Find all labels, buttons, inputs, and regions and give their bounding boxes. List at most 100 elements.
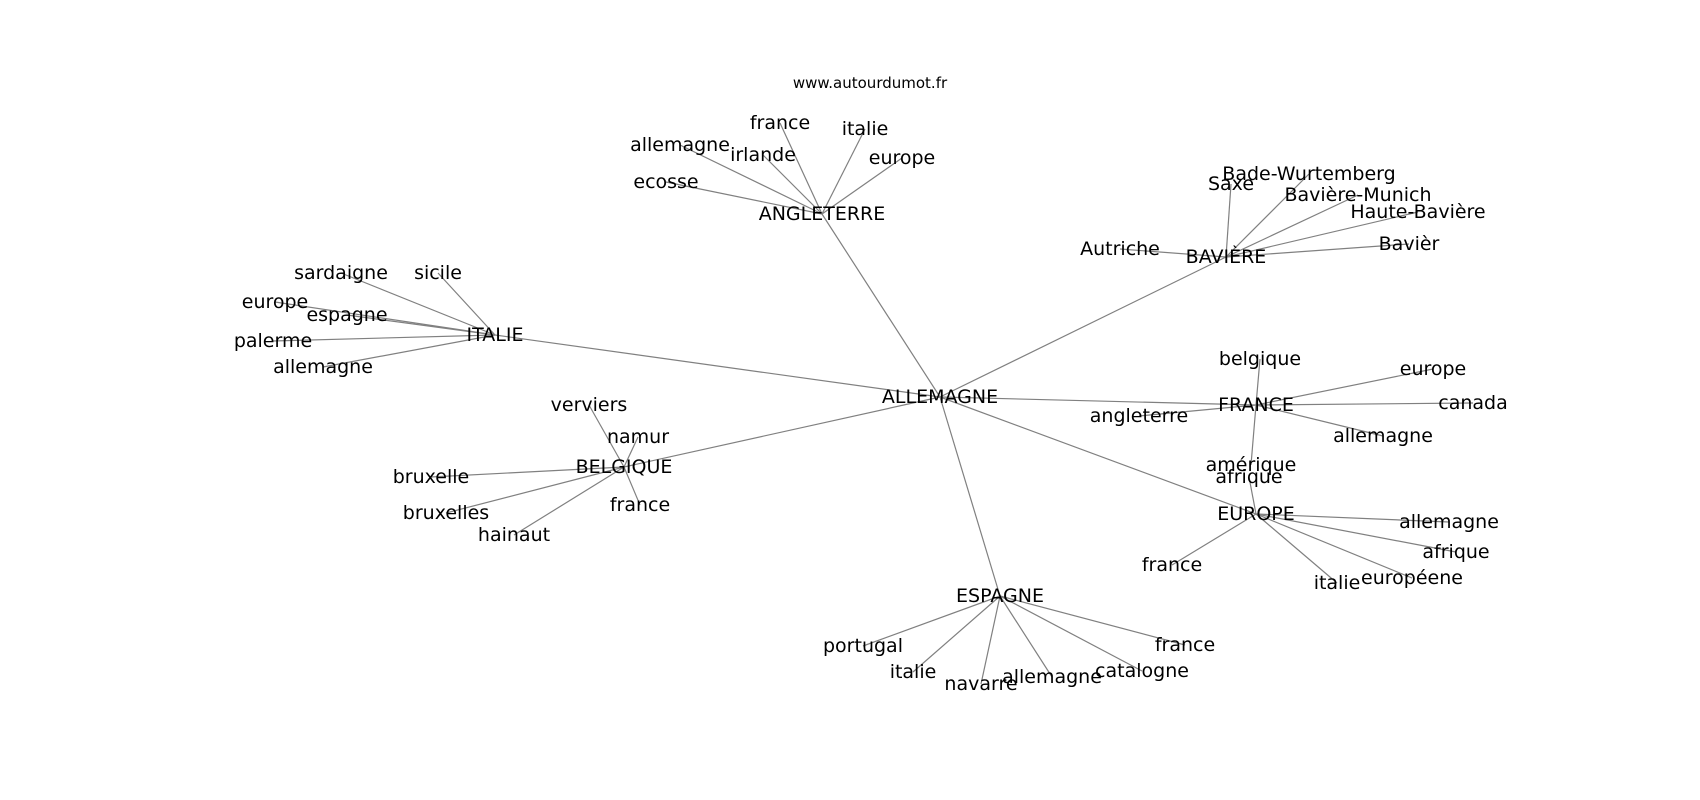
edge-center-to-hub: [939, 396, 1257, 515]
leaf-node-label: canada: [1438, 392, 1507, 414]
hub-node-label: EUROPE: [1217, 503, 1295, 525]
leaf-node-label: palerme: [234, 330, 312, 352]
edge-center-to-hub: [821, 213, 941, 398]
edge-hub-to-leaf: [665, 181, 823, 215]
edge-hub-to-leaf: [1255, 513, 1413, 579]
edge-hub-to-leaf: [912, 595, 1001, 673]
edge-center-to-hub: [494, 334, 941, 398]
edge-hub-to-leaf: [1255, 402, 1474, 406]
leaf-node-label: portugal: [823, 635, 903, 657]
edge-hub-to-leaf: [623, 436, 639, 468]
leaf-node-label: catalogne: [1095, 660, 1189, 682]
edge-hub-to-leaf: [623, 466, 641, 506]
leaf-node-label: Autriche: [1080, 238, 1160, 260]
leaf-node-label: belgique: [1219, 348, 1301, 370]
edge-hub-to-leaf: [999, 595, 1053, 678]
leaf-node-label: allemagne: [1002, 666, 1102, 688]
edge-hub-to-leaf: [1255, 513, 1457, 553]
edge-hub-to-leaf: [1171, 513, 1257, 566]
credit-text: www.autourdumot.fr: [793, 74, 948, 92]
edge-hub-to-leaf: [821, 128, 866, 215]
graph-edges: [272, 122, 1474, 685]
edge-hub-to-leaf: [999, 595, 1186, 646]
leaf-node-label: allemagne: [630, 134, 730, 156]
leaf-node-label: namur: [607, 426, 669, 448]
edge-hub-to-leaf: [272, 334, 496, 342]
hub-node-label: ANGLETERRE: [759, 203, 886, 225]
hub-node-label: ITALIE: [467, 324, 524, 346]
edge-center-to-hub: [939, 256, 1227, 398]
leaf-node-label: sardaigne: [294, 262, 388, 284]
leaf-node-label: Bavière-Munich: [1284, 184, 1431, 206]
edge-hub-to-leaf: [1255, 513, 1450, 523]
edge-hub-to-leaf: [1255, 513, 1338, 584]
edge-hub-to-leaf: [1225, 183, 1232, 258]
leaf-node-label: européene: [1361, 567, 1463, 589]
edge-hub-to-leaf: [862, 595, 1001, 647]
edge-hub-to-leaf: [679, 144, 823, 215]
edge-hub-to-leaf: [762, 154, 823, 215]
leaf-node-label: afrique: [1422, 541, 1489, 563]
leaf-node-label: irlande: [730, 144, 796, 166]
leaf-node-label: bruxelles: [403, 502, 489, 524]
center-node-label: ALLEMAGNE: [882, 386, 998, 408]
edge-hub-to-leaf: [1250, 404, 1257, 466]
leaf-node-label: amérique: [1206, 454, 1297, 476]
edge-hub-to-leaf: [779, 122, 823, 215]
edge-hub-to-leaf: [980, 595, 1001, 685]
edge-hub-to-leaf: [1225, 211, 1419, 258]
leaf-node-label: Haute-Bavière: [1350, 201, 1485, 223]
edge-center-to-hub: [623, 396, 941, 468]
leaf-node-label: espagne: [306, 304, 387, 326]
leaf-node-label: france: [610, 494, 670, 516]
leaf-node-label: afrique: [1215, 466, 1282, 488]
leaf-node-label: angleterre: [1090, 405, 1188, 427]
edge-hub-to-leaf: [1138, 404, 1257, 417]
leaf-node-label: Saxe: [1208, 173, 1254, 195]
edge-hub-to-leaf: [1225, 194, 1359, 258]
edge-hub-to-leaf: [1119, 248, 1227, 258]
hub-node-label: FRANCE: [1218, 394, 1294, 416]
edge-hub-to-leaf: [445, 466, 625, 514]
edge-center-to-hub: [939, 396, 1257, 406]
edge-hub-to-leaf: [1255, 358, 1261, 406]
leaf-node-label: europe: [1400, 358, 1467, 380]
edge-center-to-hub: [939, 396, 1001, 597]
leaf-node-label: italie: [842, 118, 889, 140]
leaf-node-label: allemagne: [1333, 425, 1433, 447]
edge-hub-to-leaf: [437, 272, 496, 336]
leaf-node-label: allemagne: [273, 356, 373, 378]
edge-hub-to-leaf: [1255, 404, 1384, 437]
leaf-node-label: france: [1155, 634, 1215, 656]
leaf-node-label: italie: [890, 661, 937, 683]
leaf-node-label: france: [750, 112, 810, 134]
leaf-node-label: europe: [869, 147, 936, 169]
leaf-node-label: Bade-Wurtemberg: [1222, 163, 1395, 185]
edge-hub-to-leaf: [340, 272, 496, 336]
edge-hub-to-leaf: [346, 314, 496, 336]
hub-node-label: ESPAGNE: [956, 585, 1044, 607]
leaf-node-label: sicile: [414, 262, 462, 284]
edge-hub-to-leaf: [1225, 243, 1410, 258]
edge-hub-to-leaf: [1225, 173, 1310, 258]
hub-node-label: BAVIÈRE: [1186, 245, 1267, 268]
edge-hub-to-leaf: [1248, 476, 1257, 515]
leaf-node-label: italie: [1314, 572, 1361, 594]
edge-hub-to-leaf: [513, 466, 625, 536]
edge-hub-to-leaf: [821, 157, 903, 215]
leaf-node-label: bruxelle: [393, 466, 470, 488]
edge-hub-to-leaf: [999, 595, 1143, 672]
edge-hub-to-leaf: [322, 334, 496, 368]
edge-hub-to-leaf: [430, 466, 625, 478]
edge-hub-to-leaf: [588, 404, 625, 468]
edge-hub-to-leaf: [1255, 368, 1434, 406]
leaf-node-label: Bavièr: [1379, 233, 1440, 255]
leaf-node-label: ecosse: [633, 171, 698, 193]
leaf-node-label: france: [1142, 554, 1202, 576]
leaf-node-label: navarre: [944, 673, 1017, 695]
leaf-node-label: allemagne: [1399, 511, 1499, 533]
leaf-node-label: europe: [242, 291, 309, 313]
leaf-node-label: verviers: [551, 394, 628, 416]
